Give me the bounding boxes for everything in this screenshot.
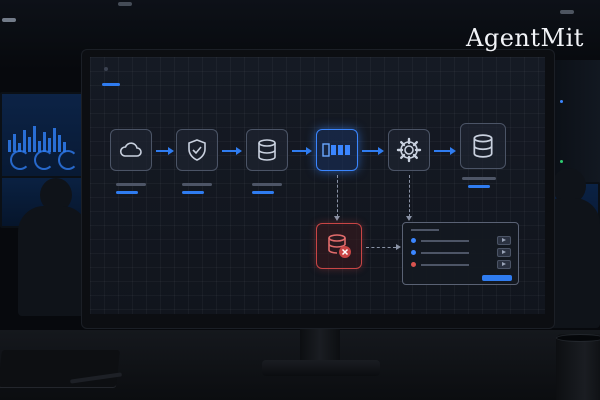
- gauge-icon: [34, 150, 54, 170]
- flow-arrow: [362, 147, 384, 155]
- queue-bars-icon: [322, 143, 352, 157]
- pipeline-node-destination[interactable]: [460, 123, 506, 169]
- database-error-icon: [324, 231, 354, 261]
- notebook: [0, 350, 120, 388]
- panel-header: [411, 229, 439, 231]
- gear-icon: [396, 137, 422, 163]
- error-report-arrow: [366, 244, 401, 250]
- output-branch-line: [406, 175, 412, 221]
- node-label: [116, 183, 146, 186]
- status-dot: [411, 238, 416, 243]
- node-sublabel: [252, 191, 274, 194]
- play-icon[interactable]: [497, 260, 511, 269]
- play-icon[interactable]: [497, 248, 511, 257]
- pipeline-node-security[interactable]: [176, 129, 218, 171]
- results-panel: [402, 222, 519, 285]
- menu-indicator[interactable]: [102, 83, 120, 86]
- result-row[interactable]: [411, 236, 511, 245]
- pipeline-node-processing[interactable]: [388, 129, 430, 171]
- node-label: [252, 183, 282, 186]
- pipeline-node-database[interactable]: [246, 129, 288, 171]
- node-label: [462, 177, 496, 180]
- database-icon: [471, 133, 495, 159]
- monitor-stand-base: [262, 360, 380, 376]
- flow-arrow: [434, 147, 456, 155]
- flow-arrow: [222, 147, 242, 155]
- cloud-icon: [119, 142, 143, 158]
- window-control-dot[interactable]: [104, 67, 108, 71]
- row-text-line: [421, 264, 469, 266]
- shield-check-icon: [186, 138, 208, 162]
- flow-arrow: [292, 147, 312, 155]
- play-icon[interactable]: [497, 236, 511, 245]
- panel-action-button[interactable]: [482, 275, 512, 281]
- dashboard-bars: [8, 126, 66, 152]
- database-icon: [256, 138, 278, 162]
- row-text-line: [421, 240, 469, 242]
- mug: [556, 334, 600, 400]
- ceiling-light: [118, 2, 132, 6]
- pipeline-node-failed[interactable]: [316, 223, 362, 269]
- status-dot-error: [411, 262, 416, 267]
- monitor-stand-neck: [300, 326, 340, 366]
- flow-arrow: [156, 147, 174, 155]
- status-dot: [411, 250, 416, 255]
- gauge-icon: [58, 150, 78, 170]
- node-sublabel: [468, 185, 490, 188]
- ceiling-light: [560, 10, 574, 14]
- pipeline-node-queue[interactable]: [316, 129, 358, 171]
- node-label: [182, 183, 212, 186]
- ceiling-light: [2, 18, 16, 22]
- node-sublabel: [116, 191, 138, 194]
- gauge-icon: [10, 150, 30, 170]
- monitor-screen: [90, 57, 545, 314]
- person-silhouette: [18, 206, 88, 316]
- wall-dashboard-screen: [0, 92, 86, 182]
- node-sublabel: [182, 191, 204, 194]
- brand-logo: AgentMit: [466, 24, 584, 52]
- pipeline-node-source[interactable]: [110, 129, 152, 171]
- result-row[interactable]: [411, 260, 511, 269]
- failure-branch-line: [334, 175, 340, 221]
- row-text-line: [421, 252, 469, 254]
- result-row[interactable]: [411, 248, 511, 257]
